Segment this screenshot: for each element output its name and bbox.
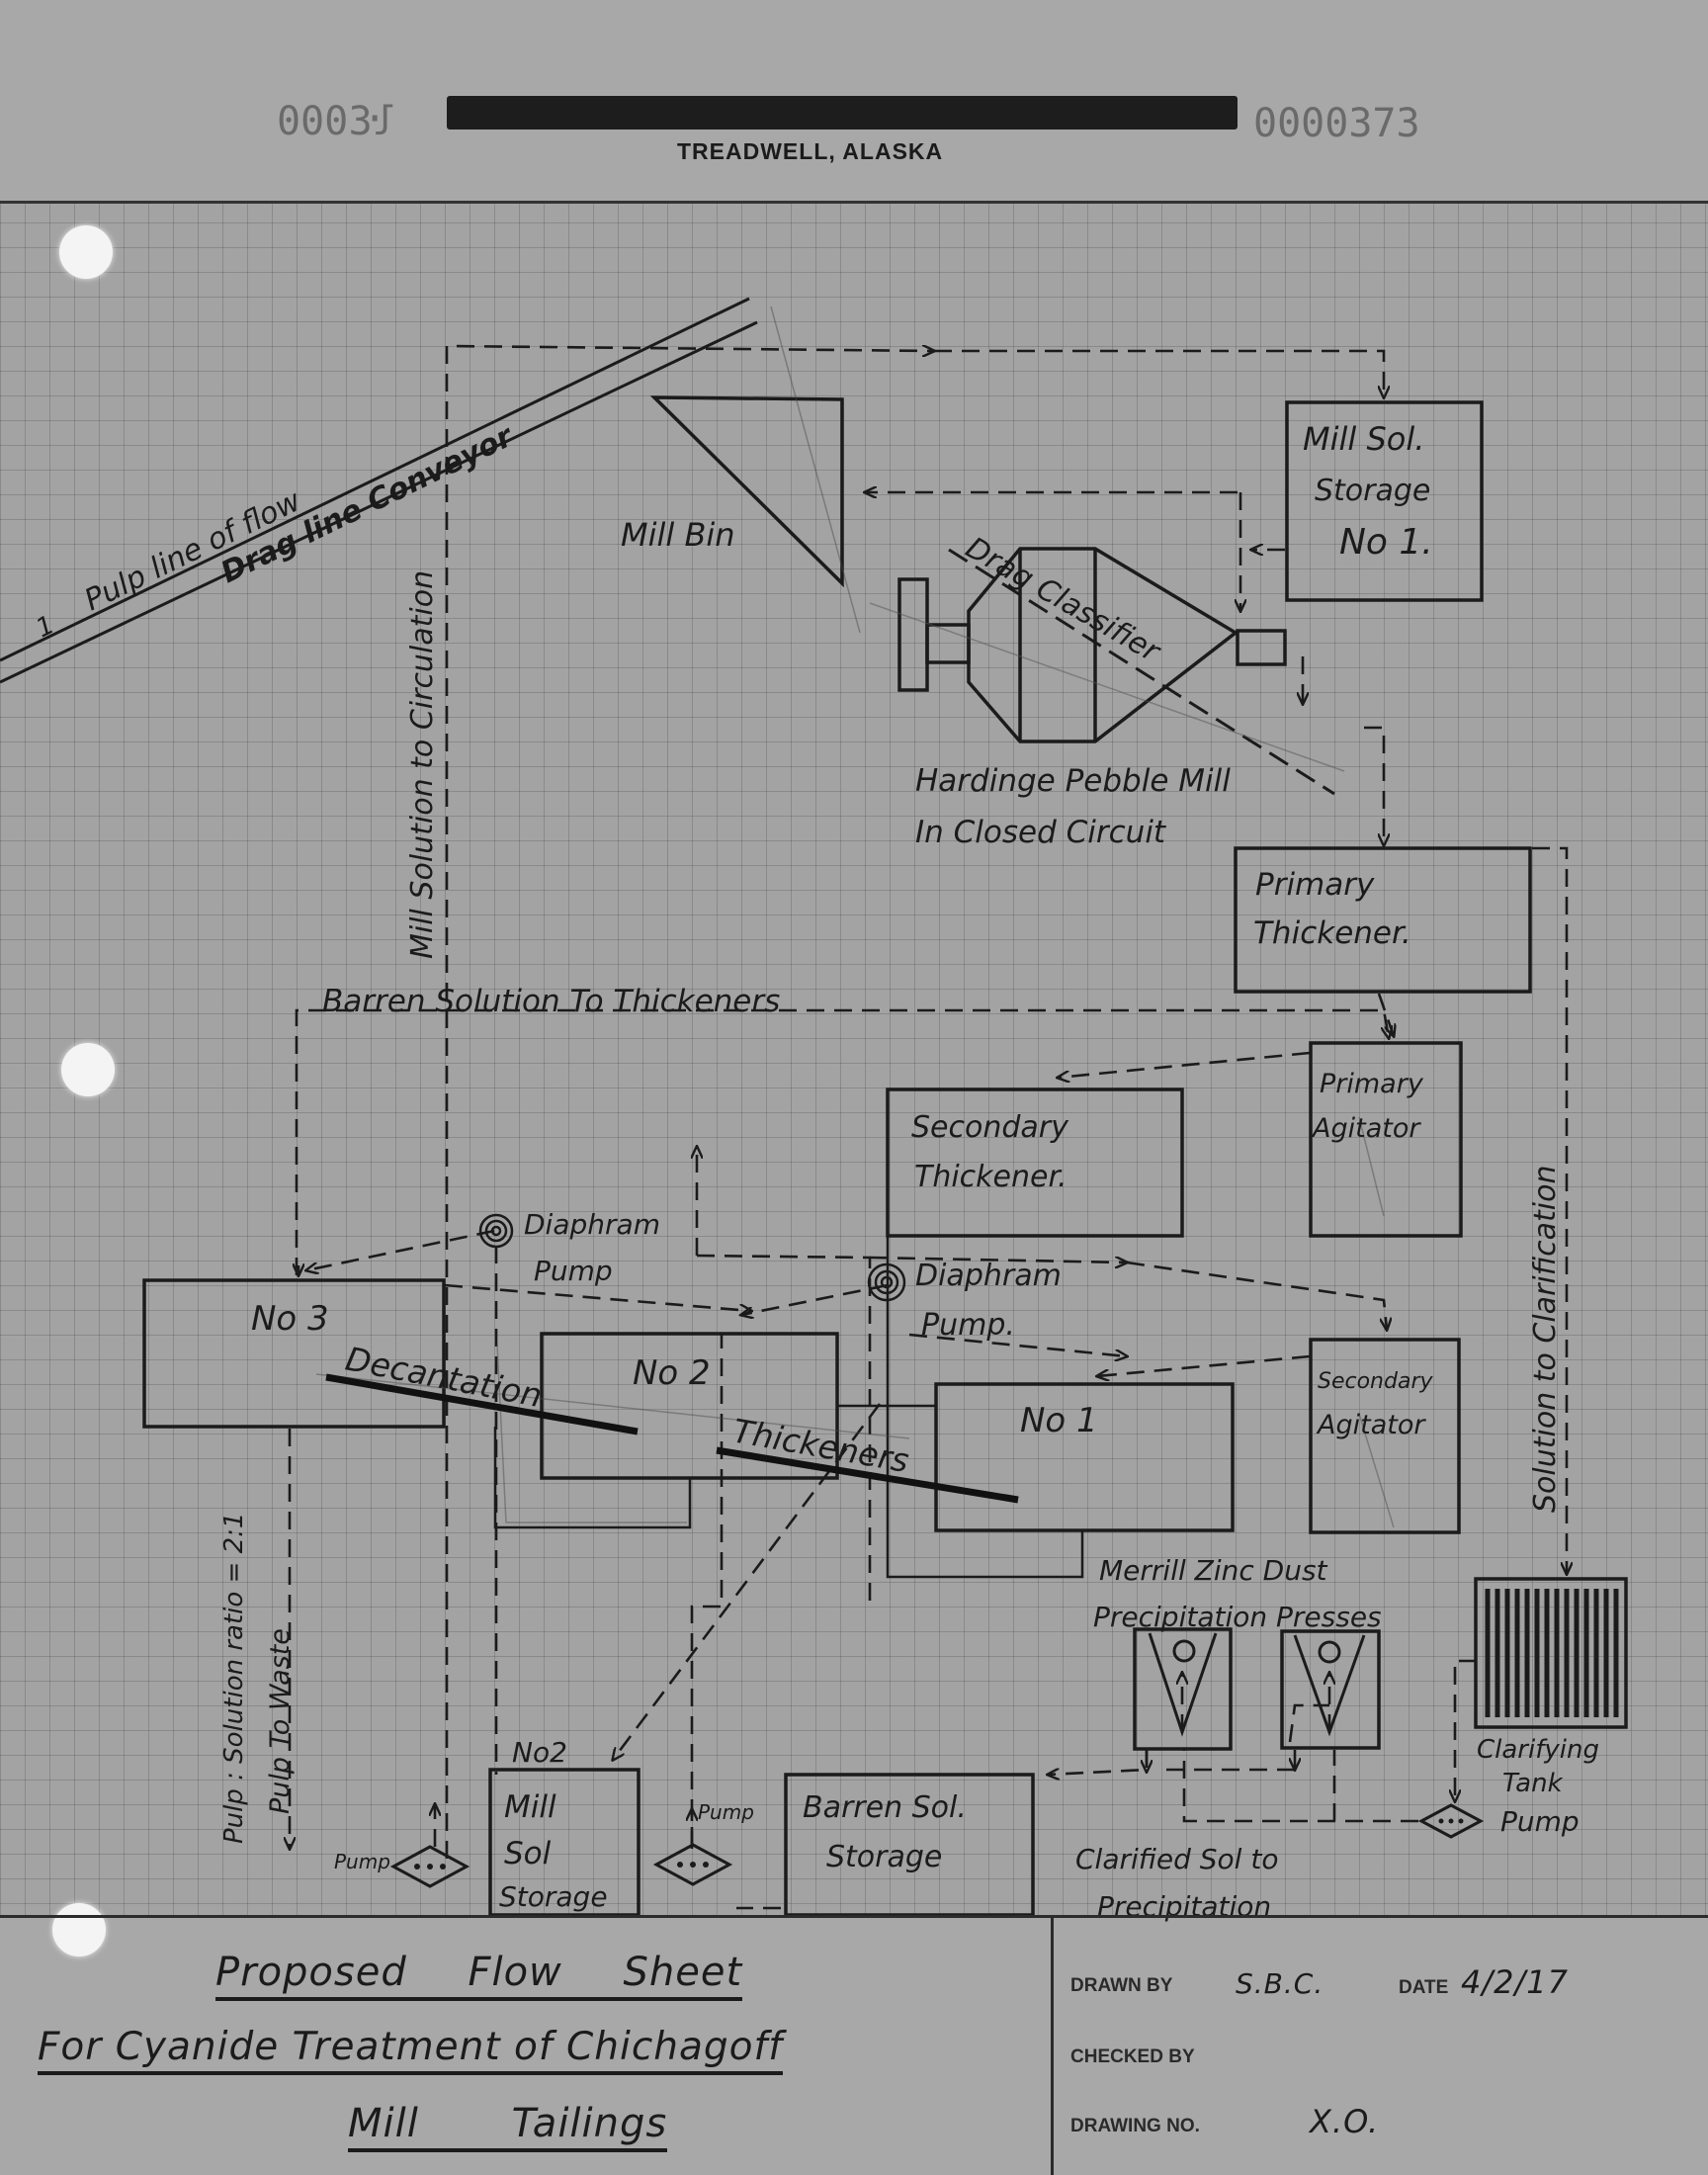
pebble-mill-label-1: Hardinge Pebble Mill bbox=[915, 763, 1231, 799]
mill-bin-label: Mill Bin bbox=[621, 516, 735, 554]
barren-solution-label: Barren Solution To Thickeners bbox=[322, 984, 780, 1019]
decantation-underline bbox=[325, 1373, 639, 1436]
primary-agitator-label-2: Agitator bbox=[1311, 1113, 1421, 1144]
no1-thickener-box bbox=[934, 1382, 1235, 1532]
diaphram-pump-1-label-2: Pump bbox=[534, 1255, 613, 1287]
primary-agitator-label-1: Primary bbox=[1320, 1069, 1424, 1099]
punch-hole-top bbox=[59, 225, 113, 279]
hardinge-pebble-mill bbox=[897, 547, 1287, 743]
secondary-agitator-box bbox=[1309, 1338, 1461, 1534]
diaphram-pump-2-label-2: Pump. bbox=[921, 1308, 1015, 1343]
merrill-label-2: Precipitation Presses bbox=[1093, 1601, 1382, 1633]
no3-label: No 3 bbox=[251, 1299, 329, 1339]
no1-label: No 1 bbox=[1020, 1401, 1098, 1440]
pulp-line-prefix: 1 bbox=[32, 610, 59, 644]
header-rule bbox=[0, 201, 1708, 204]
primary-thickener-label-2: Thickener. bbox=[1253, 915, 1411, 951]
drag-line-conveyor bbox=[0, 297, 758, 684]
redaction-bar bbox=[447, 96, 1238, 130]
title-block-top-rule bbox=[0, 1915, 1708, 1918]
drawn-by-label: DRAWN BY bbox=[1070, 1975, 1173, 1996]
stamp-number-right: 0000373 bbox=[1253, 101, 1420, 146]
date-label: DATE bbox=[1399, 1977, 1449, 1998]
pump-middle-label: Pump bbox=[698, 1800, 754, 1824]
no3-thickener-box bbox=[142, 1278, 446, 1429]
mill-bin bbox=[649, 395, 844, 588]
pencil-lines bbox=[315, 305, 1395, 1528]
diaphram-pump-1-label-1: Diaphram bbox=[524, 1208, 660, 1241]
title-line-2: For Cyanide Treatment of Chichagoff bbox=[38, 2025, 783, 2075]
primary-agitator-box bbox=[1309, 1041, 1463, 1238]
mill-sol-storage-label-1: Mill Sol. bbox=[1303, 420, 1424, 458]
title-line-3: Mill Tailings bbox=[348, 2101, 668, 2152]
drag-classifier-label: Drag Classifier bbox=[960, 531, 1166, 670]
title-block-divider bbox=[1051, 1915, 1054, 2175]
precipitation-press-1 bbox=[1133, 1627, 1233, 1751]
mill-solution-circulation-label: Mill Solution to Circulation bbox=[405, 570, 440, 959]
diaphram-pump-2-label-1: Diaphram bbox=[915, 1259, 1062, 1293]
primary-thickener-label-1: Primary bbox=[1255, 867, 1375, 903]
clarified-label-1: Clarified Sol to bbox=[1075, 1843, 1278, 1875]
pump-right bbox=[1417, 1803, 1485, 1839]
secondary-agitator-label-2: Agitator bbox=[1316, 1410, 1426, 1440]
solution-clarification-label: Solution to Clarification bbox=[1528, 1166, 1563, 1513]
barren-sol-storage-label-1: Barren Sol. bbox=[803, 1790, 967, 1825]
date-value: 4/2/17 bbox=[1461, 1963, 1569, 2001]
secondary-thickener-label-2: Thickener. bbox=[914, 1160, 1068, 1194]
pulp-ratio-label: Pulp : Solution ratio = 2:1 bbox=[219, 1513, 249, 1844]
pump-left-label: Pump bbox=[334, 1850, 390, 1873]
punch-hole-middle bbox=[61, 1043, 115, 1096]
mill-sol-storage-2-label-3: Storage bbox=[499, 1880, 608, 1913]
secondary-thickener-box bbox=[886, 1088, 1184, 1238]
pulp-waste-label: Pulp To Waste bbox=[265, 1628, 296, 1814]
equipment-boxes bbox=[142, 400, 1628, 1917]
title-line-1: Proposed Flow Sheet bbox=[215, 1950, 743, 2001]
clarifying-tank-box bbox=[1474, 1577, 1628, 1729]
secondary-thickener-label-1: Secondary bbox=[911, 1110, 1069, 1145]
mill-sol-storage-box bbox=[1285, 400, 1484, 602]
drawn-by-value: S.B.C. bbox=[1236, 1967, 1324, 2000]
secondary-agitator-label-1: Secondary bbox=[1318, 1369, 1433, 1394]
drag-classifier bbox=[948, 548, 1335, 796]
primary-thickener-box bbox=[1234, 846, 1532, 994]
mill-sol-storage-label-2: Storage bbox=[1315, 474, 1430, 508]
flow-lines bbox=[290, 344, 1567, 1910]
title-block-band bbox=[0, 1915, 1708, 2175]
no2-storage-tag: No2 bbox=[512, 1736, 567, 1769]
pebble-mill-label-2: In Closed Circuit bbox=[915, 815, 1167, 850]
no2-label: No 2 bbox=[633, 1353, 711, 1393]
thickeners-underline bbox=[716, 1446, 1019, 1504]
clarifying-tank-label-2: Tank bbox=[1502, 1769, 1564, 1798]
company-heading: TREADWELL, ALASKA bbox=[677, 138, 944, 164]
drag-classifier-faint bbox=[869, 602, 1345, 772]
mill-sol-storage-2-label-2: Sol bbox=[504, 1836, 552, 1871]
clarified-label-2: Precipitation bbox=[1097, 1890, 1271, 1923]
clarifying-tank-label-1: Clarifying bbox=[1477, 1735, 1599, 1765]
diaphram-pump-1 bbox=[478, 1213, 514, 1249]
barren-sol-storage-label-2: Storage bbox=[826, 1840, 942, 1874]
merrill-label-1: Merrill Zinc Dust bbox=[1099, 1554, 1328, 1587]
mill-sol-storage-label-3: No 1. bbox=[1339, 522, 1433, 563]
precipitation-press-2 bbox=[1280, 1629, 1381, 1750]
checked-by-label: CHECKED BY bbox=[1070, 2046, 1195, 2067]
punch-hole-bottom bbox=[52, 1903, 106, 1957]
pump-middle bbox=[652, 1843, 733, 1886]
pump-right-label: Pump bbox=[1500, 1805, 1580, 1838]
pump-left bbox=[389, 1845, 470, 1888]
drawing-no-value: X.O. bbox=[1310, 2103, 1380, 2140]
mill-sol-storage-2-label-1: Mill bbox=[504, 1789, 556, 1825]
clarifying-tank-slats bbox=[1485, 1589, 1619, 1717]
drawing-no-label: DRAWING NO. bbox=[1070, 2116, 1200, 2136]
